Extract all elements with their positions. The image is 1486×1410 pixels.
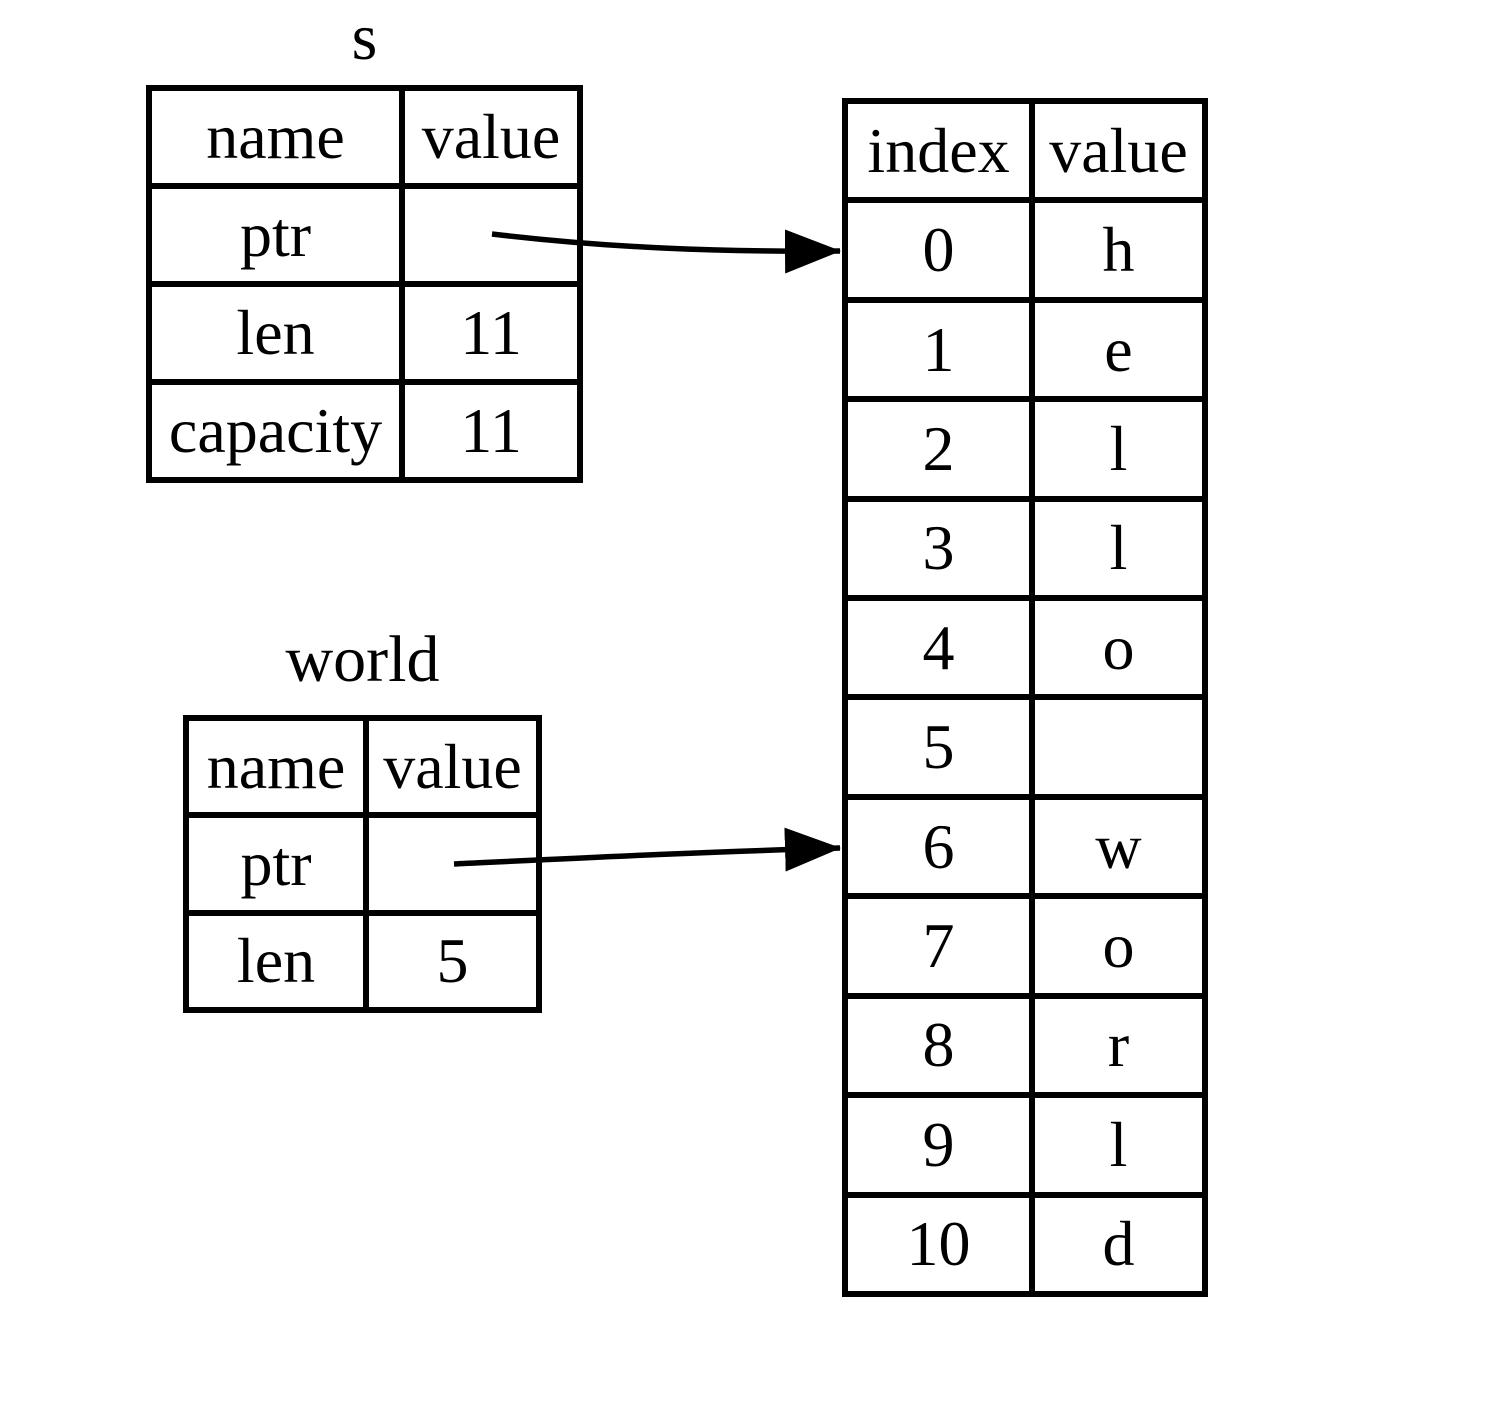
heap-header-value: value: [1035, 104, 1202, 198]
heap-row-0-index: 0: [848, 203, 1029, 297]
s-row-capacity-name: capacity: [152, 385, 399, 477]
heap-row-9-index: 9: [848, 1098, 1029, 1192]
heap-header-index: index: [848, 104, 1029, 198]
heap-row-1-index: 1: [848, 302, 1029, 397]
heap-row-7-value: o: [1035, 899, 1202, 993]
heap-row-6-index: 6: [848, 799, 1029, 894]
s-row-len-name: len: [152, 287, 399, 379]
s-struct-title: s: [351, 1, 378, 74]
heap-row-8-value: r: [1035, 998, 1202, 1093]
s-row-ptr-value: [405, 189, 577, 281]
heap-row-8-index: 8: [848, 998, 1029, 1093]
heap-row-3-value: l: [1035, 501, 1202, 596]
world-row-ptr-name: ptr: [189, 818, 363, 910]
world-row-len-name: len: [189, 915, 363, 1007]
world-slice-title: world: [285, 623, 440, 696]
world-header-name: name: [189, 721, 363, 813]
heap-row-7-index: 7: [848, 899, 1029, 993]
s-header-name: name: [152, 91, 399, 183]
heap-row-5-value: [1035, 700, 1202, 794]
heap-row-10-value: d: [1035, 1197, 1202, 1291]
s-row-len-value: 11: [405, 287, 577, 379]
world-header-value: value: [369, 721, 536, 813]
heap-row-1-value: e: [1035, 302, 1202, 397]
heap-row-0-value: h: [1035, 203, 1202, 297]
s-struct-table: name value ptr len 11 capacity 11: [146, 85, 583, 483]
world-row-len-value: 5: [369, 915, 536, 1007]
heap-row-4-index: 4: [848, 601, 1029, 695]
s-row-capacity-value: 11: [405, 385, 577, 477]
world-row-ptr-value: [369, 818, 536, 910]
s-header-value: value: [405, 91, 577, 183]
heap-row-3-index: 3: [848, 501, 1029, 596]
heap-row-9-value: l: [1035, 1098, 1202, 1192]
heap-row-10-index: 10: [848, 1197, 1029, 1291]
heap-row-2-value: l: [1035, 402, 1202, 496]
heap-buffer-table: index value 0 h 1 e 2 l 3 l 4 o 5 6 w 7 …: [842, 98, 1208, 1297]
world-slice-table: name value ptr len 5: [183, 715, 542, 1013]
s-row-ptr-name: ptr: [152, 189, 399, 281]
heap-row-4-value: o: [1035, 601, 1202, 695]
heap-row-6-value: w: [1035, 799, 1202, 894]
heap-row-2-index: 2: [848, 402, 1029, 496]
heap-row-5-index: 5: [848, 700, 1029, 794]
